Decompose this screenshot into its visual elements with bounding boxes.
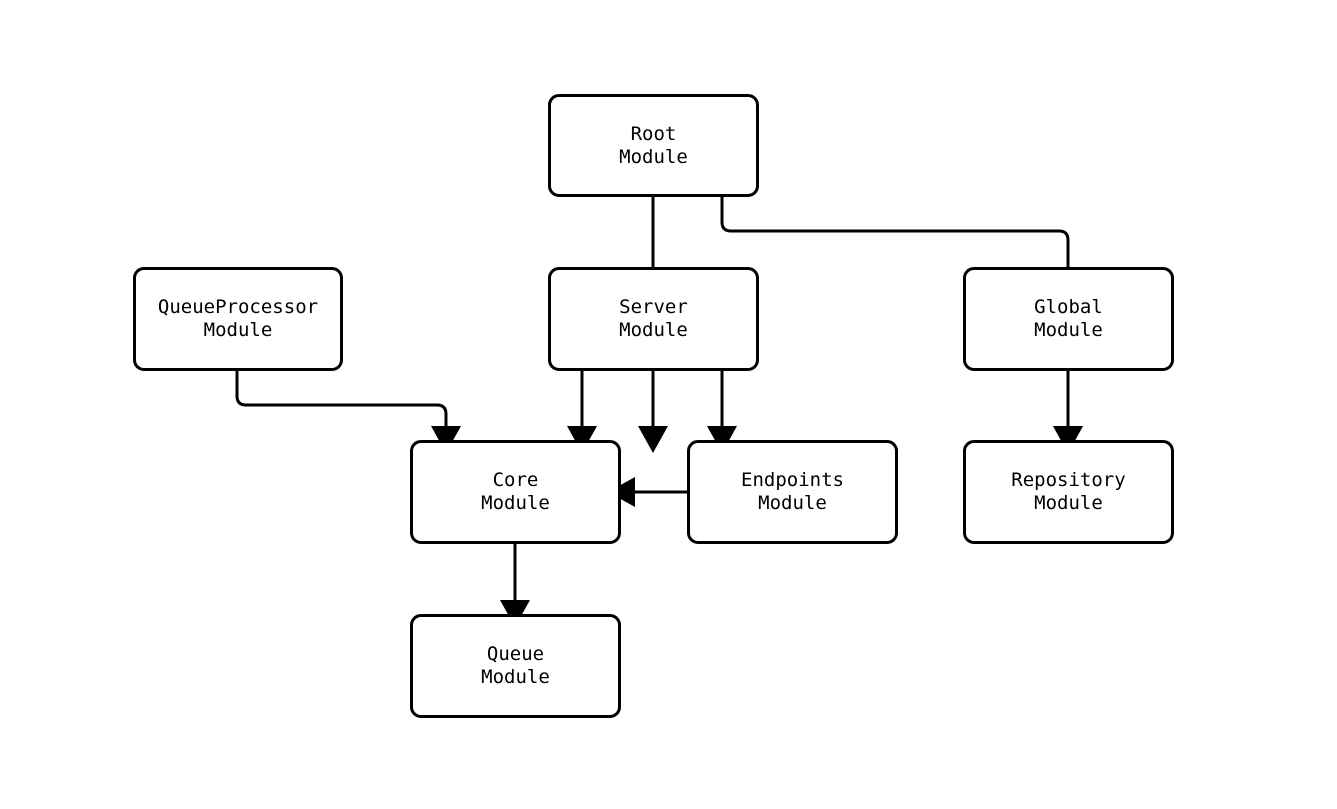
node-queue-module-line1: Queue bbox=[486, 643, 545, 665]
node-core-module-line2: Module bbox=[481, 492, 550, 514]
node-server-module-line1: Server bbox=[619, 296, 688, 318]
node-server-module-line2: Module bbox=[619, 319, 688, 341]
node-queue-module-line2: Module bbox=[481, 666, 550, 688]
node-root-module[interactable]: Root Module bbox=[548, 94, 759, 197]
node-server-module[interactable]: Server Module bbox=[548, 267, 759, 371]
node-global-module-line2: Module bbox=[1034, 319, 1103, 341]
node-repository-module-line2: Module bbox=[1034, 492, 1103, 514]
node-core-module[interactable]: Core Module bbox=[410, 440, 621, 544]
node-queueprocessor-module[interactable]: QueueProcessor Module bbox=[133, 267, 343, 371]
node-queue-module[interactable]: Queue Module bbox=[410, 614, 621, 718]
node-endpoints-module-line2: Module bbox=[758, 492, 827, 514]
node-queueprocessor-module-line1: QueueProcessor bbox=[157, 296, 319, 318]
node-repository-module-line1: Repository bbox=[1011, 469, 1126, 491]
node-repository-module[interactable]: Repository Module bbox=[963, 440, 1174, 544]
node-global-module[interactable]: Global Module bbox=[963, 267, 1174, 371]
node-root-module-line2: Module bbox=[619, 145, 688, 168]
edge-queueprocessor-core bbox=[235, 371, 461, 453]
node-endpoints-module[interactable]: Endpoints Module bbox=[687, 440, 898, 544]
node-endpoints-module-line1: Endpoints bbox=[741, 469, 844, 491]
node-global-module-line1: Global bbox=[1034, 296, 1103, 318]
node-root-module-line1: Root bbox=[630, 122, 677, 145]
node-core-module-line1: Core bbox=[492, 469, 539, 491]
node-queueprocessor-module-line2: Module bbox=[203, 319, 273, 341]
